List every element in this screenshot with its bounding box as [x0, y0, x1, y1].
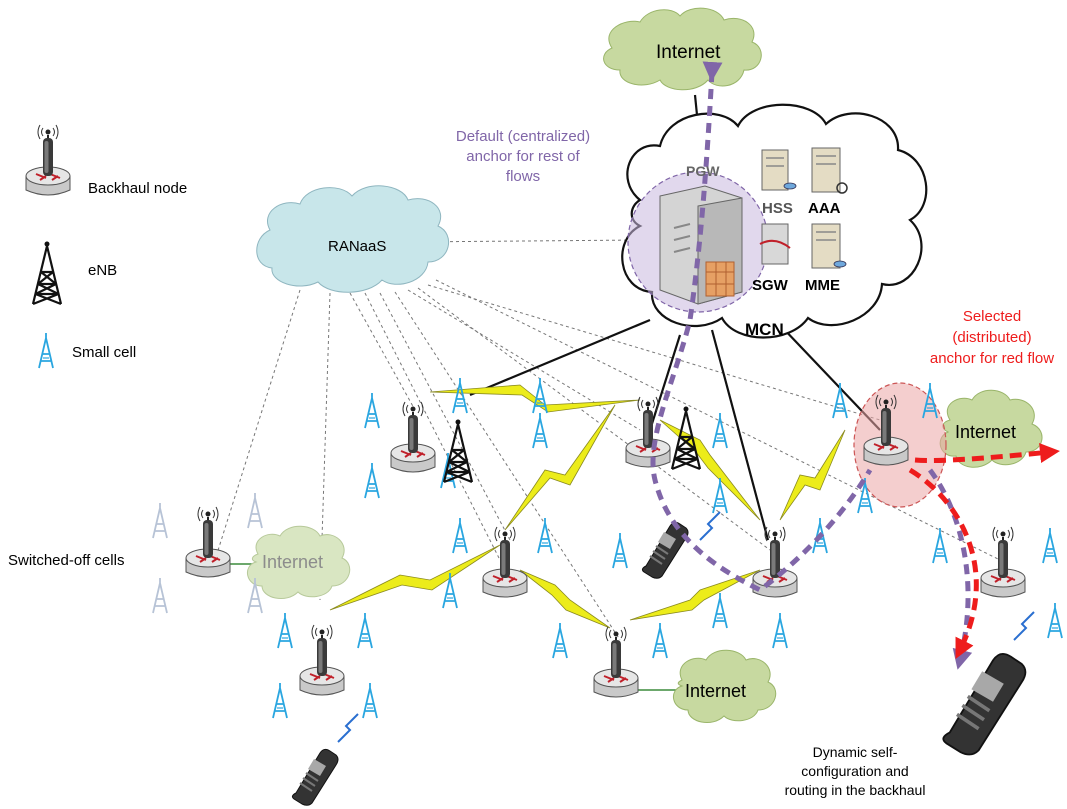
wireless-links: [329, 384, 846, 629]
mme-label: MME: [805, 277, 840, 294]
pgw-label: PGW: [686, 163, 720, 179]
internet-left-label: Internet: [262, 552, 324, 572]
legend-backhaul-icon: [25, 124, 71, 196]
internet-top-label: Internet: [656, 42, 721, 63]
internet-right-label: Internet: [955, 422, 1017, 442]
ranaas-label: RANaaS: [328, 238, 387, 255]
legend-small-cell-label: Small cell: [72, 344, 137, 361]
dynamic-line-2: configuration and: [801, 763, 909, 779]
mobile-phone: [941, 652, 1028, 757]
cloud-ranaas: [256, 185, 449, 293]
backhaul-node: [390, 401, 436, 473]
enb-tower: [442, 418, 474, 484]
legend-backhaul-label: Backhaul node: [88, 180, 188, 197]
mobile-phone: [291, 748, 339, 807]
selected-anchor-line-1: Selected: [962, 308, 1022, 325]
dynamic-label: Dynamic self- configuration and routing …: [755, 743, 955, 800]
backhaul-node: [185, 506, 231, 578]
mcn-label: MCN: [745, 320, 784, 339]
selected-anchor-line-3: anchor for red flow: [929, 350, 1055, 367]
selected-anchor-label: Selected (distributed) anchor for red fl…: [918, 306, 1066, 369]
ranaas-links: [214, 239, 1001, 641]
internet-bottom-label: Internet: [685, 681, 747, 701]
switched-off-label: Switched-off cells: [8, 552, 125, 569]
cloud-internet-bottom: [673, 649, 777, 724]
aaa-label: AAA: [808, 200, 841, 217]
default-anchor-line-3: flows: [505, 168, 541, 185]
hss-server: [761, 149, 797, 191]
backhaul-node: [482, 526, 528, 598]
sgw-label: SGW: [752, 277, 788, 294]
wireless-signal: [337, 511, 1035, 743]
backhaul-node: [980, 526, 1026, 598]
selected-anchor-line-2: (distributed): [952, 329, 1032, 346]
mobile-phone: [641, 521, 689, 580]
dynamic-line-1: Dynamic self-: [812, 744, 898, 760]
default-anchor-line-1: Default (centralized): [455, 128, 591, 145]
backhaul-node: [299, 624, 345, 696]
legend-enb-icon: [31, 240, 63, 306]
legend-small-cell-icon: [38, 332, 54, 369]
cloud-internet-left: [247, 525, 351, 600]
legend-enb-label: eNB: [88, 262, 118, 279]
red-flow: [908, 443, 1060, 659]
hss-label: HSS: [762, 200, 793, 217]
wired-links: [469, 94, 881, 541]
mme-server: [811, 223, 847, 269]
aaa-server: [811, 147, 848, 194]
default-anchor-label: Default (centralized) anchor for rest of…: [443, 127, 603, 187]
sgw-server: [759, 223, 791, 265]
backhaul-node: [593, 626, 639, 698]
default-anchor-line-2: anchor for rest of: [466, 148, 580, 165]
dynamic-line-3: routing in the backhaul: [784, 782, 926, 798]
purple-flow: [650, 61, 973, 670]
